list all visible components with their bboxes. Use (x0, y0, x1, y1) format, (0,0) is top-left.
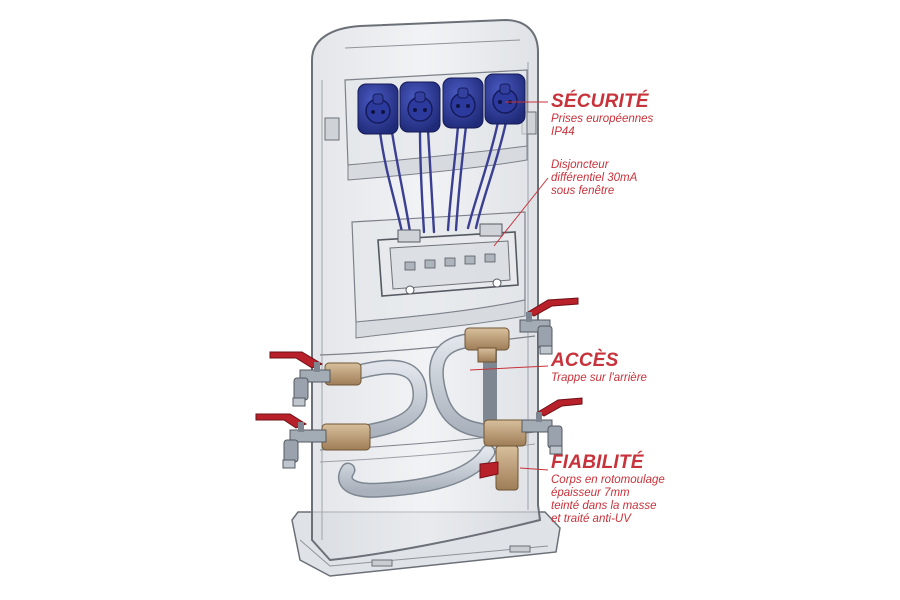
callout-fiabilite-line: Corps en rotomoulage (551, 474, 665, 486)
callout-fiabilite: FIABILITÉ Corps en rotomoulage épaisseur… (551, 452, 665, 526)
callout-acces-title: ACCÈS (551, 350, 619, 371)
water-valves (255, 297, 583, 469)
callout-leaders (469, 101, 549, 471)
callout-securite-line: IP44 (551, 126, 575, 138)
water-valve-icon (521, 397, 583, 455)
callout-fiabilite-line: épaisseur 7mm (551, 487, 630, 499)
callout-fiabilite-line: teinté dans la masse (551, 500, 657, 512)
callout-securite-title: SÉCURITÉ (551, 91, 649, 112)
circuit-breaker-icon (377, 223, 519, 297)
callout-securite: SÉCURITÉ Prises européennes IP44 (551, 91, 653, 139)
callout-disjoncteur-line: Disjoncteur (551, 159, 609, 171)
callout-disjoncteur: Disjoncteur différentiel 30mA sous fenêt… (551, 159, 637, 198)
callout-acces: ACCÈS Trappe sur l'arrière (551, 350, 647, 385)
callout-disjoncteur-line: différentiel 30mA (551, 172, 638, 184)
power-socket-icon (484, 73, 526, 125)
power-socket-icon (399, 81, 441, 133)
water-pipes (332, 332, 503, 498)
water-valve-icon (519, 297, 579, 355)
callout-disjoncteur-line: sous fenêtre (551, 185, 615, 197)
callout-acces-line: Trappe sur l'arrière (551, 372, 647, 384)
callout-fiabilite-title: FIABILITÉ (551, 452, 644, 473)
power-socket-icon (442, 77, 484, 129)
power-socket-icon (357, 83, 399, 135)
water-valve-icon (255, 413, 327, 469)
callout-fiabilite-line: et traité anti-UV (551, 513, 631, 525)
water-valve-icon (269, 351, 331, 407)
callout-securite-line: Prises européennes (551, 113, 654, 125)
power-cables (378, 120, 508, 234)
power-sockets (357, 73, 526, 135)
